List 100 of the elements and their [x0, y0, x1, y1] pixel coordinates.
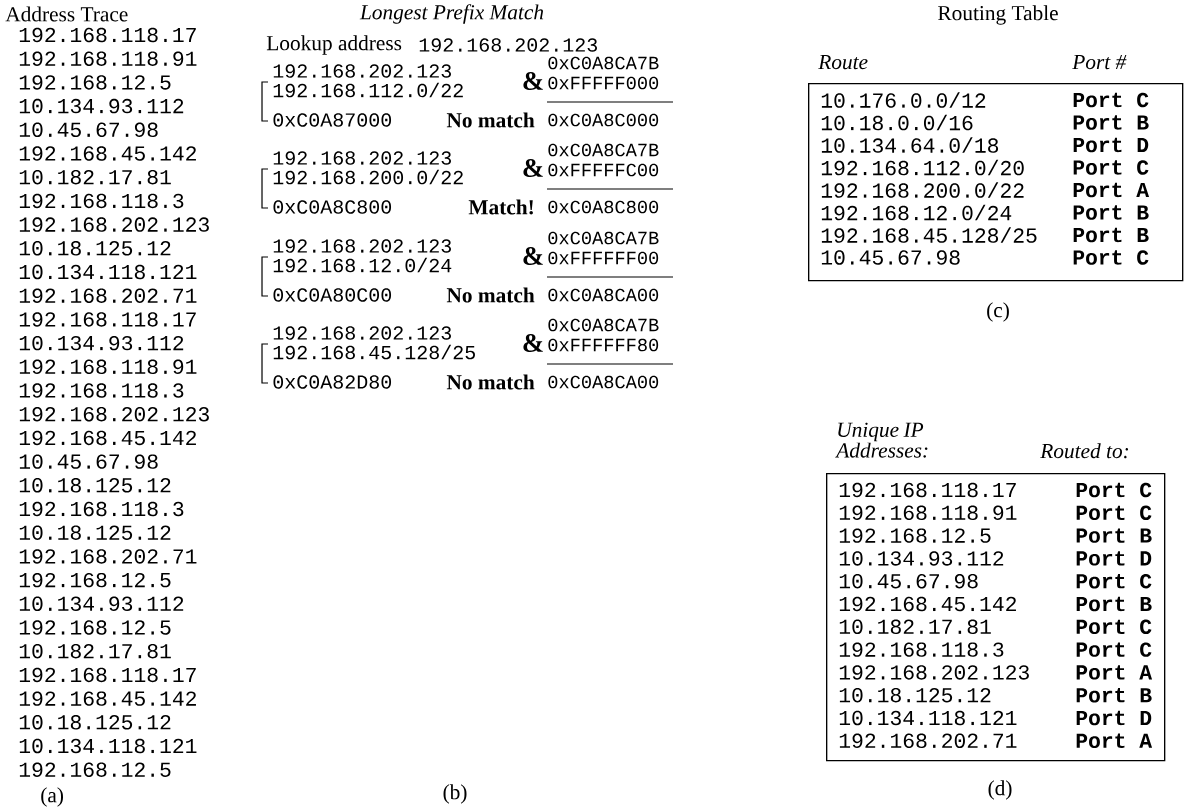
prefix-text: 192.168.45.128/25 [273, 344, 475, 360]
table-cell: Port B [1076, 528, 1152, 543]
table-cell: Port D [1076, 551, 1152, 566]
address-entry: 10.134.93.112 [19, 98, 184, 114]
lookup-label: Lookup address [266, 35, 402, 55]
table-cell: Port B [1073, 115, 1149, 130]
address-entry: 192.168.202.123 [19, 407, 209, 422]
address-entry: 10.182.17.81 [19, 169, 171, 185]
table-cell: 10.134.118.121 [839, 710, 1017, 726]
address-entry: 10.134.93.112 [19, 596, 184, 612]
table-cell: Port A [1076, 733, 1153, 748]
column-header: Unique IP Addresses: [835, 422, 928, 458]
panel-letter: (d) [988, 780, 1012, 800]
address-entry: 192.168.118.17 [19, 312, 196, 327]
table-cell: Port C [1073, 160, 1149, 175]
match-result: No match [446, 112, 535, 128]
hex-mask: 0xFFFFFF00 [548, 251, 659, 265]
address-entry: 192.168.12.5 [19, 620, 171, 635]
address-entry: 10.134.93.112 [19, 335, 184, 351]
table-cell: 10.134.93.112 [839, 551, 1004, 566]
panel-heading: Address Trace [5, 6, 128, 22]
panel-letter: (b) [443, 784, 467, 804]
panel-heading: Routing Table [938, 5, 1058, 25]
table-cell: 192.168.45.142 [839, 596, 1016, 612]
panel-letter: (c) [987, 302, 1009, 322]
table-cell: 192.168.12.0/24 [821, 204, 1012, 221]
hex-value: 0xC0A8C800 [273, 200, 392, 214]
panel-heading: Longest Prefix Match [359, 4, 544, 24]
table-cell: 192.168.202.71 [839, 733, 1017, 749]
address-entry: 10.134.118.121 [19, 738, 197, 754]
column-header: Route [818, 55, 868, 70]
address-entry: 192.168.12.5 [19, 762, 171, 777]
address-entry: 192.168.12.5 [19, 75, 171, 90]
address-entry: 192.168.45.142 [19, 691, 196, 706]
address-text: 192.168.202.123 [273, 64, 451, 78]
table-cell: 192.168.118.91 [839, 505, 1017, 521]
address-text: 192.168.202.123 [273, 326, 451, 340]
prefix-text: 192.168.112.0/22 [273, 82, 463, 98]
table-cell: Port A [1076, 665, 1153, 680]
address-entry: 10.45.67.98 [19, 454, 158, 469]
address-entry: 192.168.118.91 [19, 51, 197, 66]
address-entry: 192.168.118.91 [19, 359, 197, 375]
match-result: No match [446, 287, 535, 303]
hex-value: 0xC0A87000 [273, 113, 392, 127]
table-cell: Port C [1076, 482, 1152, 498]
table-cell: Port C [1076, 642, 1152, 657]
table-cell: 10.176.0.0/12 [821, 92, 986, 108]
table-cell: 192.168.45.128/25 [821, 227, 1037, 243]
table-cell: Port A [1073, 182, 1150, 198]
hex-mask: 0xFFFFF000 [548, 76, 659, 90]
address-entry: 10.18.125.12 [19, 478, 171, 493]
hex-value: 0xC0A82D80 [273, 375, 392, 389]
panel-letter: (a) [41, 787, 63, 807]
match-result: Match! [468, 199, 533, 215]
hex-value: 0xC0A80C00 [273, 288, 392, 302]
table-cell: Port C [1076, 505, 1152, 521]
prefix-text: 192.168.12.0/24 [273, 257, 452, 273]
match-result: No match [446, 374, 535, 390]
address-entry: 192.168.118.17 [19, 27, 196, 43]
table-cell: Port C [1076, 619, 1152, 635]
and-operator: & [523, 72, 543, 90]
address-entry: 10.45.67.98 [19, 122, 158, 138]
hex-result: 0xC0A8CA00 [548, 288, 659, 302]
column-header: Routed to: [1040, 443, 1129, 459]
address-entry: 10.18.125.12 [19, 241, 171, 256]
address-entry: 192.168.202.71 [19, 288, 197, 303]
address-text: 192.168.202.123 [273, 151, 451, 165]
column-header: Port # [1072, 55, 1127, 70]
address-entry: 10.182.17.81 [19, 644, 171, 659]
address-entry: 192.168.202.71 [19, 549, 197, 564]
address-entry: 10.18.125.12 [19, 525, 171, 540]
table-cell: 192.168.118.3 [839, 642, 1004, 657]
and-operator: & [523, 334, 543, 352]
and-operator: & [523, 247, 543, 265]
table-cell: Port B [1073, 227, 1149, 243]
table-cell: 192.168.112.0/20 [821, 159, 1024, 176]
hex-result: 0xC0A8CA00 [548, 375, 659, 389]
table-cell: Port C [1073, 92, 1149, 108]
prefix-text: 192.168.200.0/22 [273, 169, 463, 185]
lookup-address: 192.168.202.123 [419, 38, 597, 52]
table-cell: 10.134.64.0/18 [821, 137, 999, 153]
hex-result: 0xC0A8C000 [548, 113, 659, 127]
address-entry: 10.18.125.12 [19, 715, 171, 730]
table-cell: 10.182.17.81 [839, 619, 991, 635]
address-entry: 192.168.118.3 [19, 501, 184, 517]
table-cell: Port C [1073, 250, 1149, 265]
table-cell: 10.18.125.12 [839, 688, 991, 703]
address-text: 192.168.202.123 [273, 239, 451, 253]
address-entry: 192.168.45.142 [19, 146, 196, 161]
table-cell: Port D [1073, 137, 1149, 153]
hex-value: 0xC0A8CA7B [548, 231, 659, 245]
address-entry: 192.168.118.3 [19, 383, 184, 398]
table-cell: Port B [1073, 205, 1149, 220]
table-cell: Port B [1076, 688, 1152, 703]
hex-result: 0xC0A8C800 [548, 200, 659, 214]
table-cell: Port D [1076, 710, 1152, 726]
table-cell: Port B [1076, 596, 1152, 612]
table-cell: 192.168.202.123 [839, 665, 1029, 680]
table-cell: 10.45.67.98 [839, 574, 978, 589]
table-cell: 10.45.67.98 [821, 250, 960, 265]
